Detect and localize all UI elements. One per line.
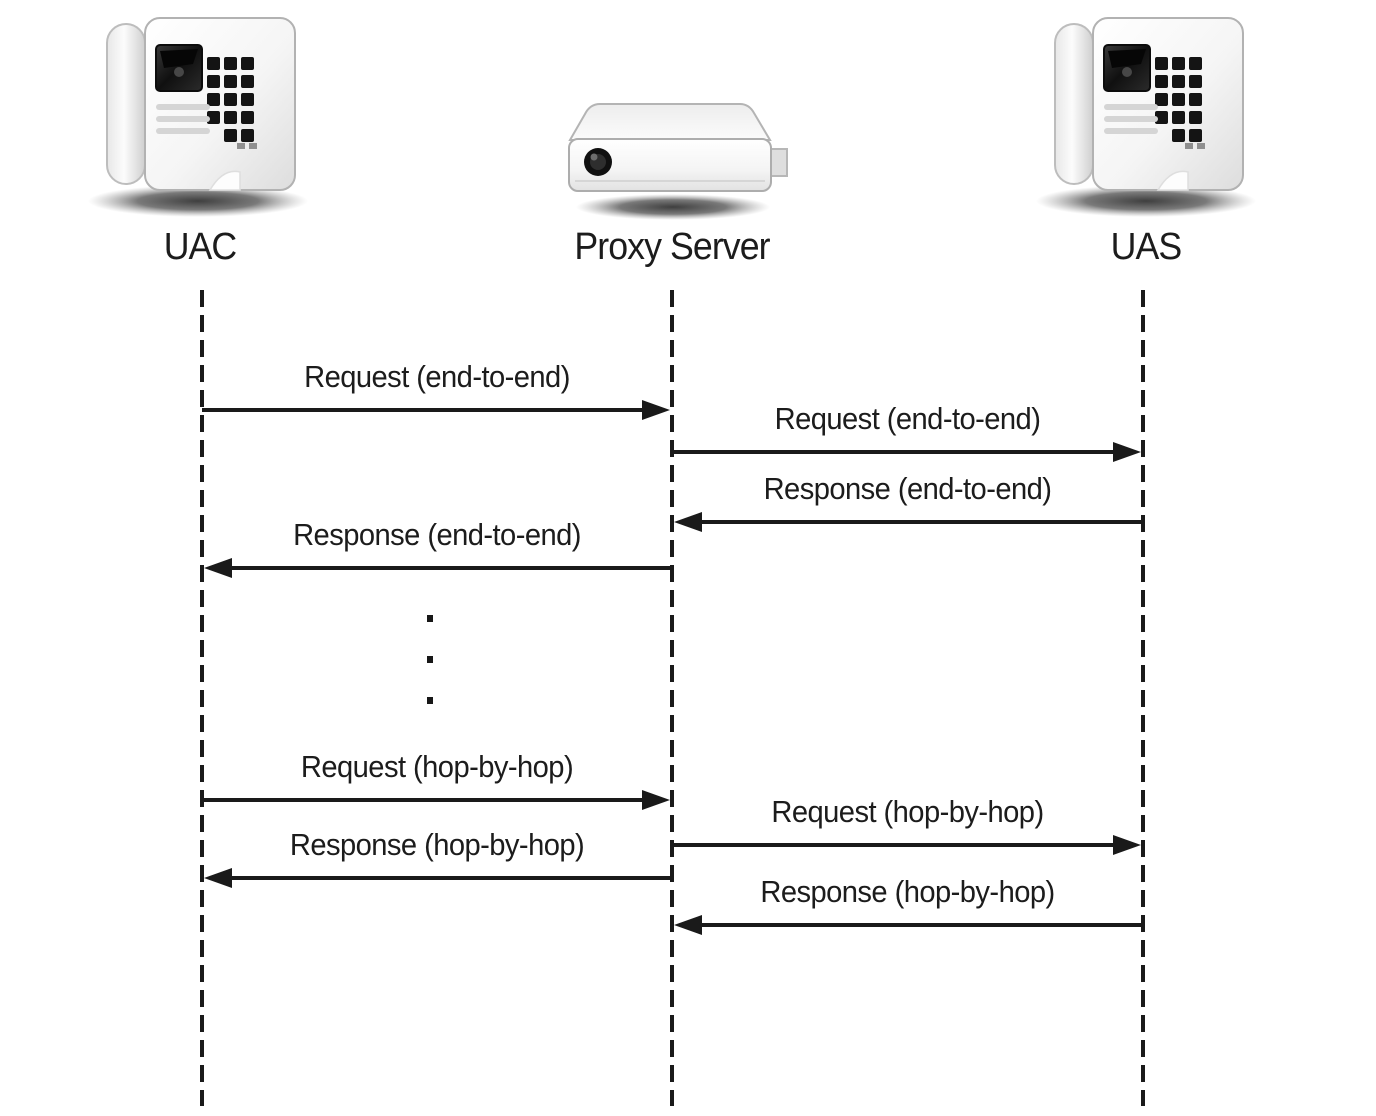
actor-label-uac: UAC [163,226,238,268]
message-label: Request (end-to-end) [304,359,570,394]
actor-uas [1033,8,1263,220]
phone-brand-marks [1185,143,1205,149]
phone-screen-glare [160,49,198,68]
message-arrow [672,442,1141,462]
server-knob-highlight [590,153,598,161]
proxy-server-icon [568,103,788,220]
desk-phone-icon [1036,17,1256,217]
actor-uac [85,8,315,220]
server-top-face [568,103,772,141]
message-arrow [202,790,670,810]
message-label: Response (end-to-end) [763,471,1052,506]
phone-shadow [1036,185,1256,217]
actor-label-uas: UAS [1110,226,1183,268]
phone-shadow [88,185,308,217]
ellipsis-dot [427,656,433,663]
phone-keypad [207,57,254,142]
phone-brand-marks [237,143,257,149]
phone-corner-fold [208,170,241,191]
message-label: Request (hop-by-hop) [300,749,574,784]
message-arrow [672,835,1141,855]
phone-screen-dot [1122,67,1132,77]
message-arrow [204,558,672,578]
message-label: Response (end-to-end) [293,517,581,552]
phone-corner-fold [1156,170,1189,191]
message-label: Response (hop-by-hop) [289,827,585,862]
actor-label-proxy: Proxy Server [574,226,770,268]
message-arrow [674,512,1143,532]
message-arrow [202,400,670,420]
desk-phone-icon [88,17,308,217]
ellipsis-dot [427,615,433,622]
phone-screen-dot [174,67,184,77]
actor-proxy [563,95,793,223]
phone-speaker-lines [1104,104,1158,134]
message-label: Request (hop-by-hop) [771,794,1044,829]
message-arrow [204,868,672,888]
message-label: Request (end-to-end) [774,401,1041,436]
server-shadow [576,194,770,220]
server-front-face [568,138,772,192]
message-arrow [674,915,1143,935]
phone-keypad [1155,57,1202,142]
message-label: Response (hop-by-hop) [760,874,1055,909]
phone-speaker-lines [156,104,210,134]
phone-screen-glare [1108,49,1146,68]
ellipsis-dot [427,697,433,704]
